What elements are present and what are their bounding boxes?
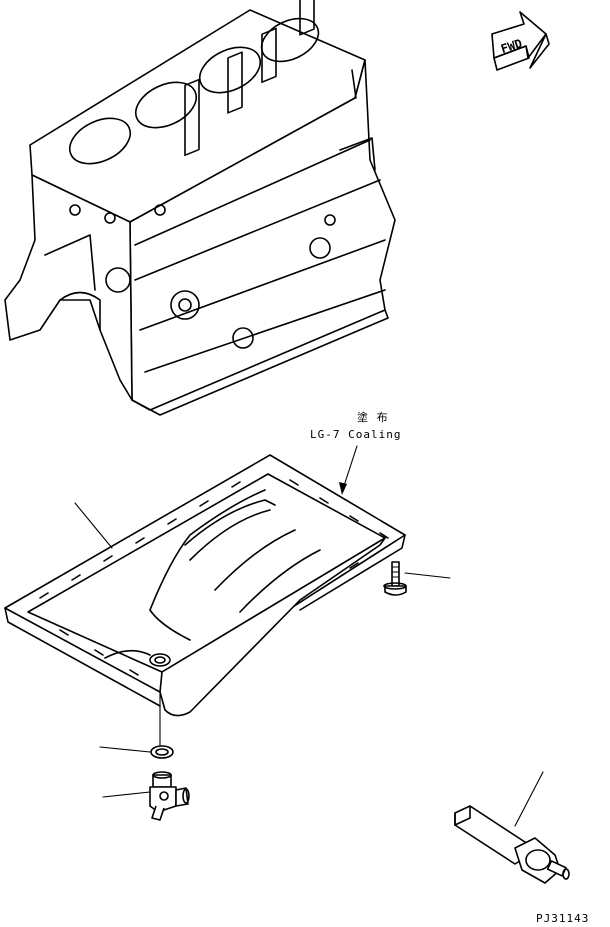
gasket-leader <box>99 746 151 753</box>
oil-pan <box>4 454 406 717</box>
coating-note-jp: 塗 布 <box>357 410 389 424</box>
drain-gasket <box>150 745 174 759</box>
drain-tool <box>454 805 570 884</box>
flange-holes <box>39 479 389 676</box>
drain-valve <box>149 771 190 821</box>
bolt-leader <box>404 572 451 579</box>
flange-bolt <box>383 561 407 596</box>
drawing-number: PJ31143 <box>536 912 589 925</box>
forward-arrow-icon: FWD <box>491 11 550 71</box>
coating-leader <box>339 445 358 495</box>
valve-leader <box>102 791 151 798</box>
cylinder-block <box>4 0 396 416</box>
fwd-label: FWD <box>499 36 524 56</box>
tool-leader <box>514 771 544 827</box>
coating-note-en: LG-7 Coaling <box>310 428 401 441</box>
oil-pan-leader <box>74 502 113 549</box>
